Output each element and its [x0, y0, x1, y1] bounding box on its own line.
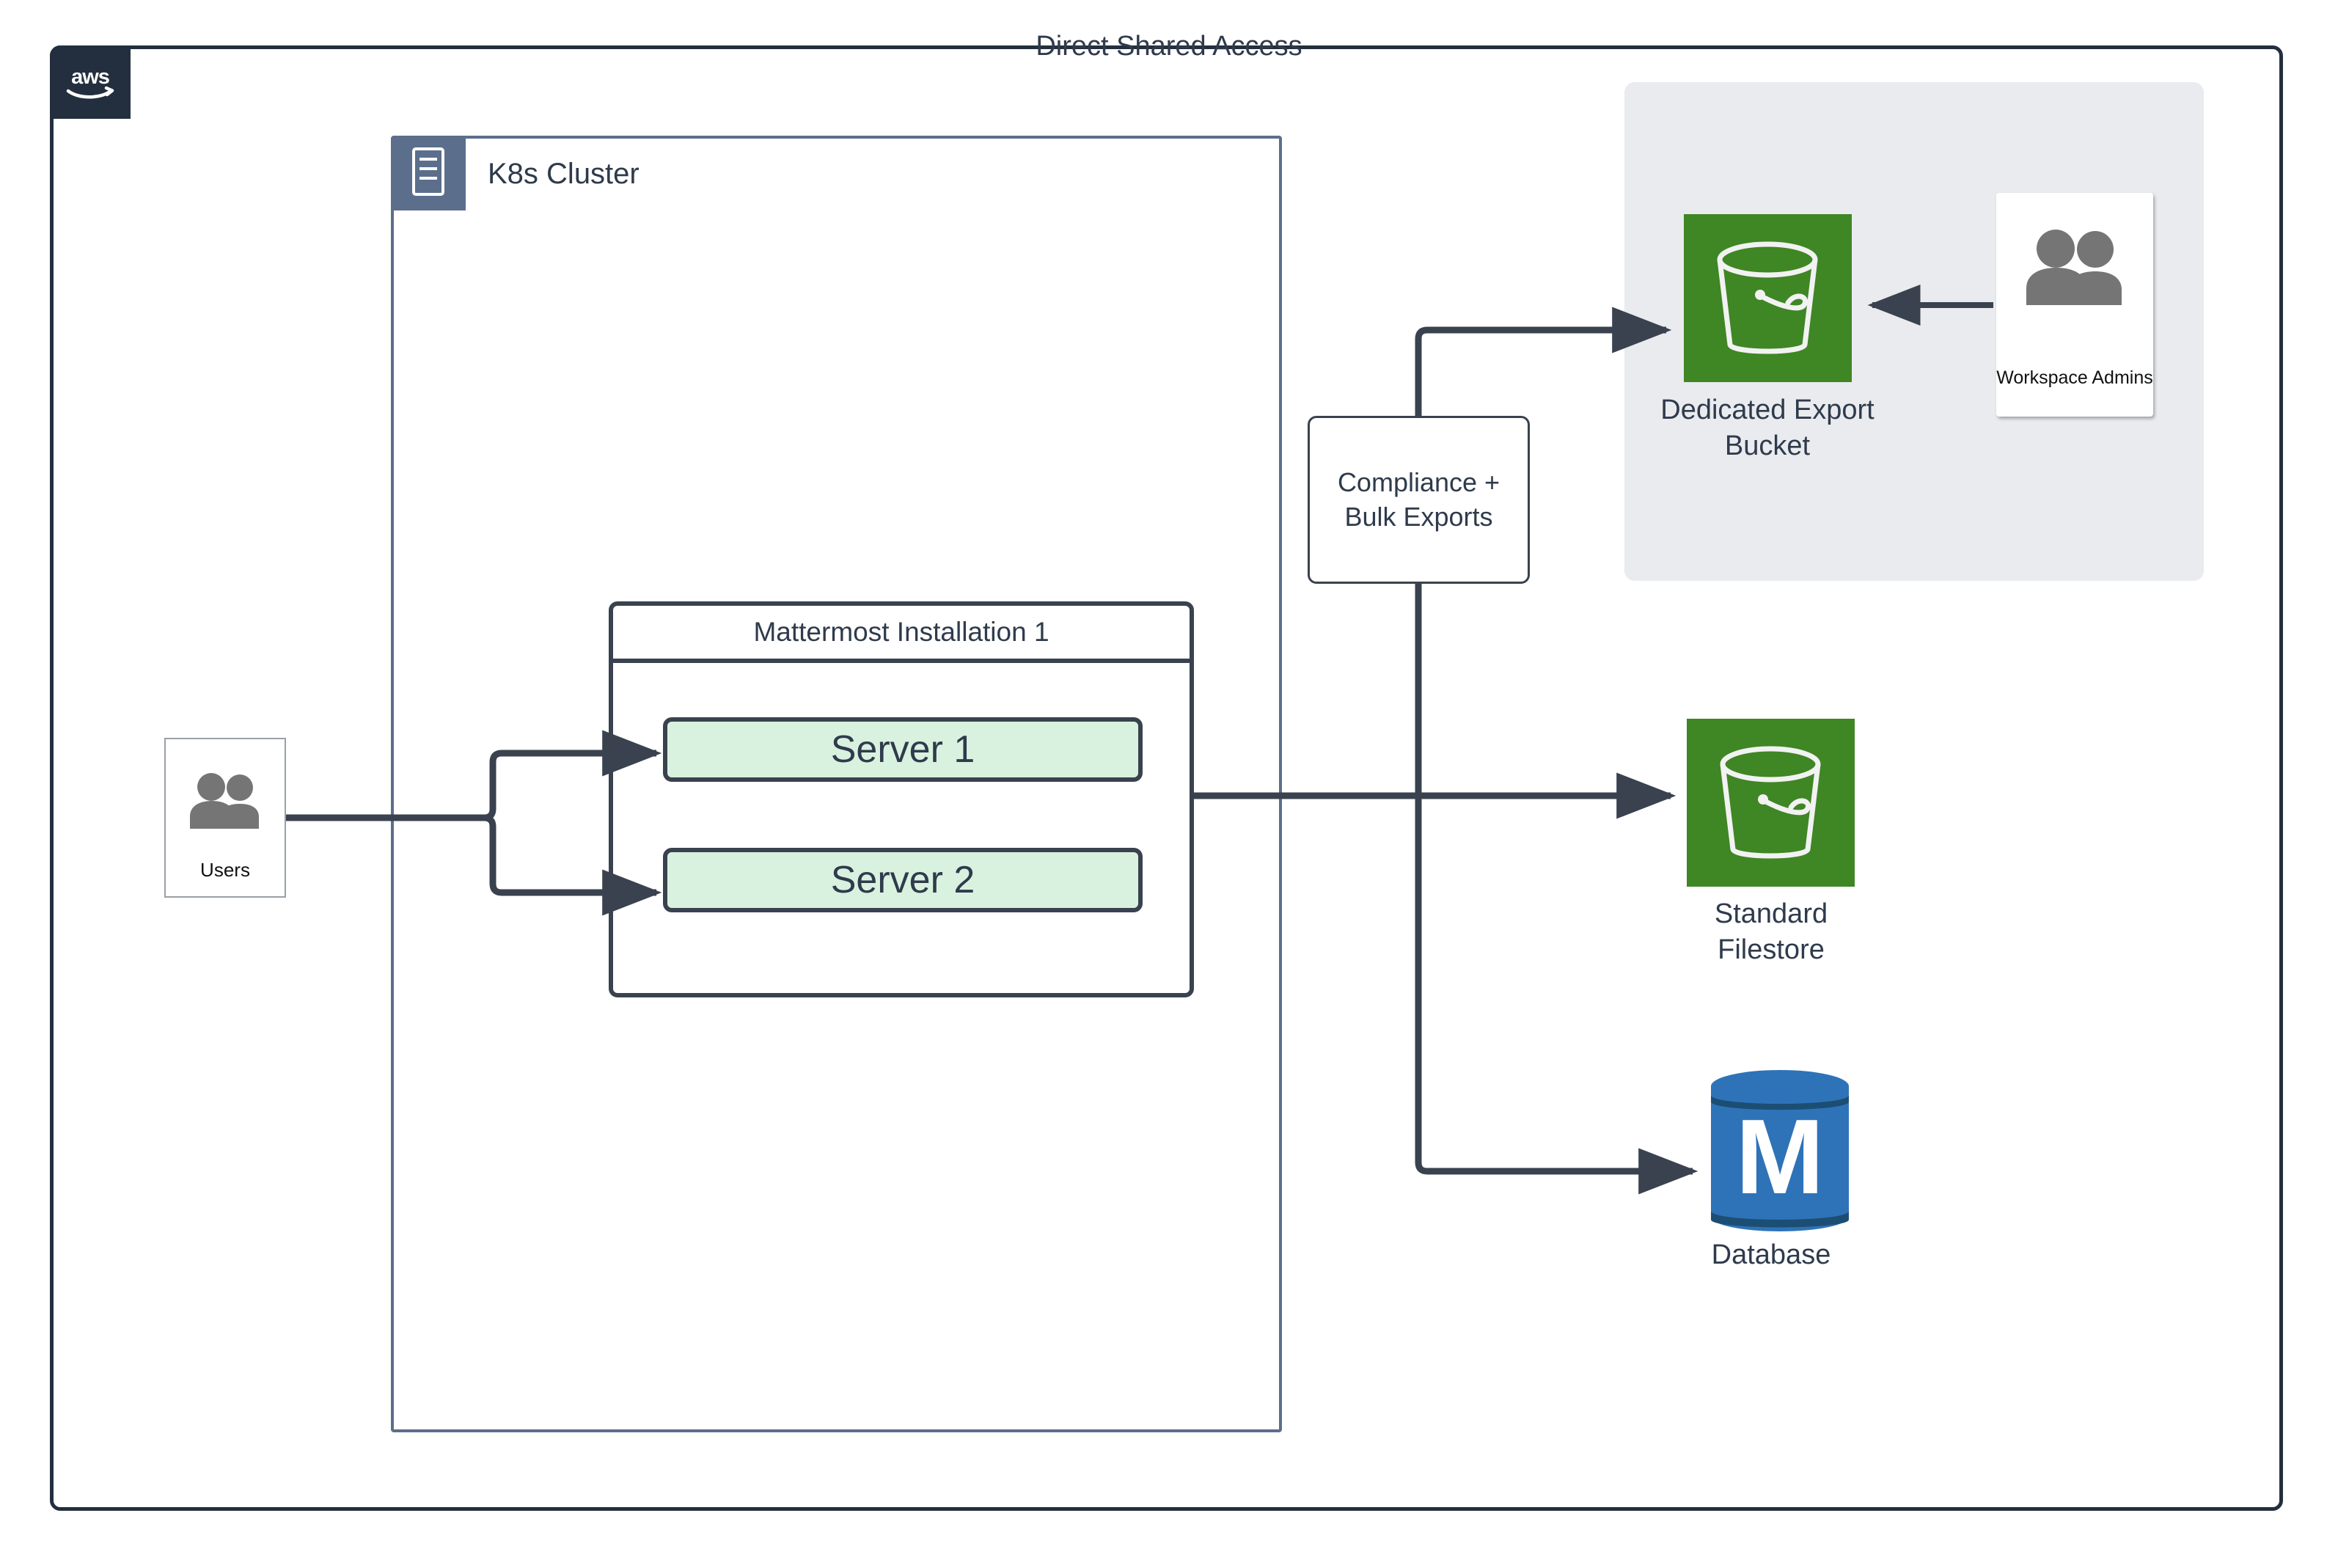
mattermost-installation-title: Mattermost Installation 1: [753, 617, 1049, 647]
export-bucket-line-1: Dedicated Export: [1660, 395, 1875, 425]
compliance-line-1: Compliance +: [1337, 467, 1500, 498]
server-1-node[interactable]: Server 1: [663, 717, 1143, 782]
mattermost-database-cylinder-icon[interactable]: M: [1707, 1067, 1853, 1236]
svg-text:M: M: [1736, 1097, 1825, 1216]
k8s-cluster-boundary: [391, 136, 1282, 1432]
k8s-cluster-title: K8s Cluster: [488, 158, 640, 190]
mattermost-installation-container: Mattermost Installation 1 Server 1 Serve…: [609, 601, 1194, 997]
workspace-admins-label: Workspace Admins: [1996, 367, 2153, 388]
compliance-bulk-exports-node[interactable]: Compliance + Bulk Exports: [1308, 416, 1530, 584]
database-caption: Database: [1711, 1239, 1831, 1270]
k8s-cluster-badge: [391, 136, 466, 210]
direct-shared-access-title: Direct Shared Access: [1036, 31, 1302, 62]
users-node[interactable]: Users: [164, 738, 286, 898]
compliance-line-2: Bulk Exports: [1344, 501, 1493, 532]
s3-bucket-icon-standard-filestore[interactable]: [1687, 719, 1855, 887]
users-group-icon: [2020, 228, 2130, 309]
dedicated-export-bucket-caption: Dedicated Export Bucket: [1613, 392, 1921, 464]
svg-text:aws: aws: [71, 65, 109, 89]
export-bucket-line-2: Bucket: [1724, 430, 1811, 461]
s3-bucket-icon-dedicated-export[interactable]: [1684, 214, 1852, 382]
users-group-icon: [185, 772, 265, 832]
server-2-node[interactable]: Server 2: [663, 848, 1143, 912]
workspace-admins-node[interactable]: Workspace Admins: [1996, 193, 2153, 417]
standard-filestore-caption: Standard Filestore: [1617, 896, 1925, 967]
filestore-line-2: Filestore: [1718, 934, 1825, 965]
server-rack-icon: [411, 147, 445, 200]
mattermost-installation-title-bar: Mattermost Installation 1: [613, 606, 1190, 663]
users-node-label: Users: [200, 859, 250, 881]
aws-logo-badge: aws: [50, 45, 131, 119]
filestore-line-1: Standard: [1714, 898, 1828, 929]
aws-logo-icon: aws: [62, 62, 118, 103]
